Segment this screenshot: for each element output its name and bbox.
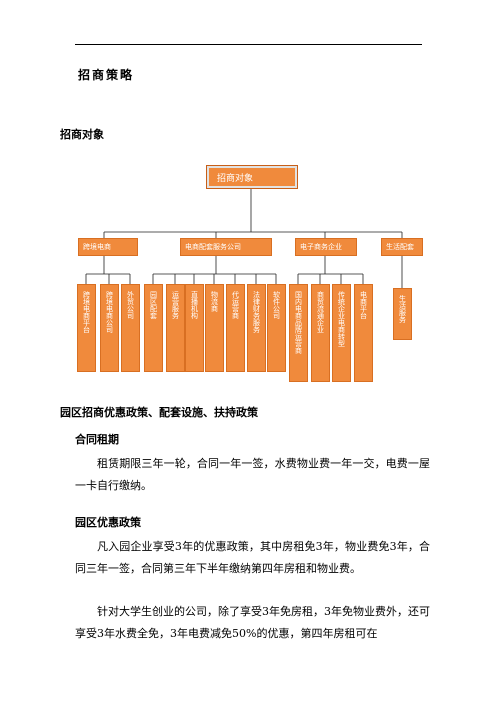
org-leaf-operation-service: 运营服务: [166, 284, 185, 372]
org-leaf-software: 软件公司: [267, 284, 286, 372]
paragraph-policy-1: 凡入园企业享受3年的优惠政策，其中房租免3年，物业费免3年，合同三年一签，合同第…: [75, 540, 430, 575]
header-rule: [75, 44, 422, 45]
org-branch-ecommerce-services: 电商配套服务公司: [180, 238, 272, 256]
org-leaf-live-streaming: 直播机构: [185, 284, 204, 372]
org-branch-living-support: 生活配套: [381, 238, 423, 256]
paragraph-policy-2: 针对大学生创业的公司，除了享受3年免房租，3年免物业费外，还可享受3年水费全免，…: [75, 605, 430, 640]
section-heading-policy: 园区招商优惠政策、配套设施、扶持政策: [60, 406, 258, 419]
paragraph-contract: 租赁期限三年一轮，合同一年一签，水费物业费一年一交，电费一屋一卡自行缴纳。: [75, 457, 430, 492]
subheading-contract: 合同租期: [75, 433, 119, 446]
org-leaf-trade-circulation: 商贸流通企业: [311, 284, 330, 382]
org-leaf-living-service: 生活服务: [393, 288, 412, 340]
subheading-preferential-policy: 园区优惠政策: [75, 516, 141, 529]
org-leaf-logistics: 物流商: [205, 284, 224, 372]
org-branch-ecommerce-enterprises: 电子商务企业: [295, 238, 357, 256]
org-leaf-domestic-brand: 国内电商品牌运营商: [289, 284, 308, 382]
org-branch-cross-border: 跨境电商: [78, 238, 138, 256]
org-leaf-traditional-transform: 传统企业电商转型: [332, 284, 351, 382]
org-leaf-cross-border-platform: 跨境电商平台: [77, 284, 96, 372]
org-leaf-agency-operation: 代运营商: [226, 284, 245, 372]
org-leaf-park-support: 园区配套: [144, 284, 163, 372]
org-root-box: 招商对象: [206, 165, 298, 189]
org-leaf-ecommerce-platform: 电商平台: [354, 284, 373, 382]
section-heading-target: 招商对象: [60, 128, 104, 141]
org-leaf-foreign-trade: 外贸公司: [121, 284, 140, 372]
org-leaf-legal-finance: 法律财务服务: [247, 284, 266, 372]
document-title: 招商策略: [78, 68, 135, 82]
org-leaf-cross-border-company: 跨境电商公司: [100, 284, 119, 372]
